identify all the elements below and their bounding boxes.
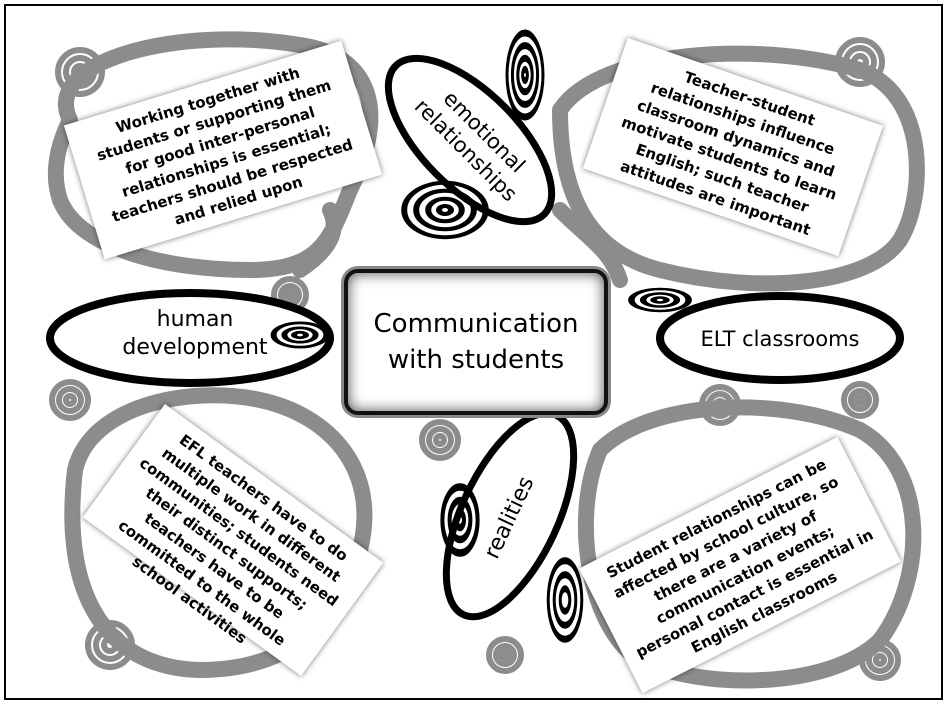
blob-connector-left xyxy=(292,202,342,278)
spiral-left-edge xyxy=(49,379,91,421)
blob-connector-right xyxy=(552,202,628,288)
central-topic-text: Communication with students xyxy=(374,306,579,378)
gray-spirals xyxy=(49,37,901,681)
human-development-label: human development xyxy=(120,306,270,362)
branch-shapes xyxy=(46,54,904,621)
elt-classrooms-label: ELT classrooms xyxy=(700,327,860,351)
black-spirals xyxy=(270,29,692,643)
swirl-right-connector xyxy=(628,287,692,313)
spiral-mid-right xyxy=(699,384,741,426)
spiral-bottom-right xyxy=(859,639,901,681)
human-ellipse xyxy=(46,289,334,387)
spiral-bottom-left xyxy=(85,620,135,670)
human-label-line1: human xyxy=(156,307,234,332)
spiral-center-bottom xyxy=(419,419,461,461)
spiral-top-left xyxy=(55,47,105,97)
blob-top-right xyxy=(552,45,925,292)
central-topic-line1: Communication xyxy=(373,309,579,339)
swirl-left-connector xyxy=(270,321,330,349)
central-topic-line2: with students xyxy=(387,345,565,375)
spiral-bottom-mid xyxy=(486,636,524,674)
elt-ellipse xyxy=(656,292,904,384)
human-label-line2: development xyxy=(122,335,268,360)
central-topic-box: Communication with students xyxy=(344,269,608,415)
spiral-right-edge xyxy=(841,381,879,419)
realities-ellipse xyxy=(442,409,578,621)
spiral-top-right xyxy=(835,37,885,87)
swirl-top xyxy=(505,29,545,121)
swirl-realities-left xyxy=(440,483,480,557)
emotional-ellipse xyxy=(384,54,556,226)
swirl-realities-bottom xyxy=(546,557,584,643)
swirl-under-emotional xyxy=(401,180,489,240)
